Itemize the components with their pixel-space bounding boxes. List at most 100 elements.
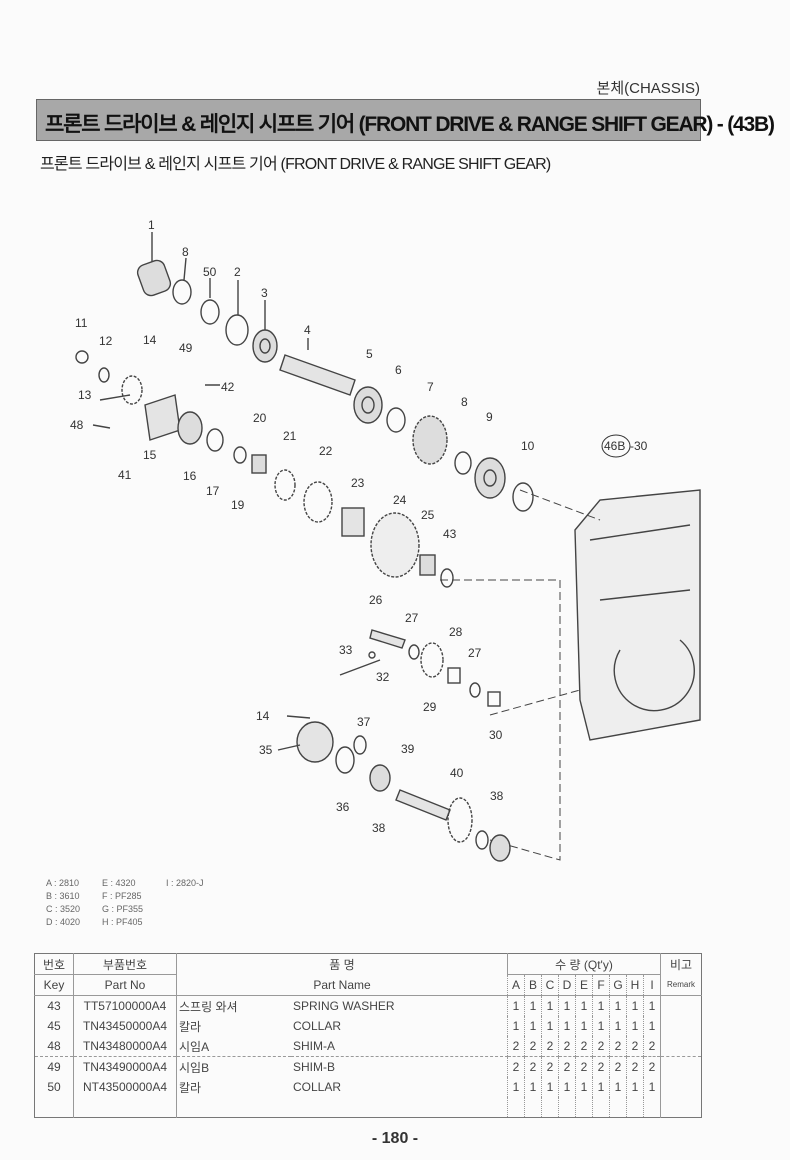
qty-cell: 1 — [507, 1016, 525, 1036]
qty-cell: 1 — [558, 995, 576, 1016]
qty-cell: 2 — [626, 1036, 644, 1057]
qty-cell: 1 — [592, 995, 610, 1016]
callout-33: 33 — [339, 643, 353, 657]
qty-cell: 1 — [592, 1016, 610, 1036]
qty-cell: 1 — [643, 995, 661, 1016]
page-title: 프론트 드라이브 & 레인지 시프트 기어 (FRONT DRIVE & RAN… — [45, 113, 775, 136]
callout-48: 48 — [70, 418, 84, 432]
header-qty-col: I — [643, 974, 661, 996]
callout-37: 37 — [357, 715, 371, 729]
header-qty-col: E — [575, 974, 593, 996]
callout-8b: 8 — [461, 395, 468, 409]
legend-item — [166, 891, 246, 901]
callout-43: 43 — [443, 527, 457, 541]
empty-cell — [73, 1097, 177, 1118]
title-bar: 프론트 드라이브 & 레인지 시프트 기어 (FRONT DRIVE & RAN… — [36, 99, 775, 141]
section-label: 본체(CHASSIS) — [596, 80, 700, 97]
callout-49: 49 — [179, 341, 193, 355]
callout-1: 1 — [148, 218, 155, 232]
callout-17: 17 — [206, 484, 220, 498]
callout-26: 26 — [369, 593, 383, 607]
legend-item: H : PF405 — [102, 917, 143, 927]
name-cell: SPRING WASHER — [293, 999, 395, 1013]
part-no-cell: TT57100000A4 — [73, 995, 177, 1016]
header-remark: Remark — [660, 974, 702, 996]
qty-cell: 2 — [558, 1036, 576, 1057]
legend-item — [166, 917, 246, 927]
key-cell: 45 — [47, 1019, 61, 1033]
header-partno: Part No — [73, 974, 177, 996]
page-number: - 180 - — [371, 1130, 419, 1147]
callout-20: 20 — [253, 411, 267, 425]
name-cell: COLLAR — [293, 1019, 342, 1033]
qty-cell: 1 — [609, 1077, 627, 1097]
header-qty-col: H — [626, 974, 644, 996]
callouts: 1 8 50 2 3 4 11 12 14 49 42 13 48 15 41 … — [70, 218, 648, 835]
callout-4: 4 — [304, 323, 311, 337]
callout-9: 9 — [486, 410, 493, 424]
legend-item — [166, 904, 246, 914]
callout-22: 22 — [319, 444, 333, 458]
qty-cell: 1 — [575, 1016, 593, 1036]
empty-cell — [575, 1097, 593, 1118]
qty-cell: 2 — [592, 1036, 610, 1057]
callout-38: 38 — [372, 821, 386, 835]
qty-cell: 1 — [643, 1077, 661, 1097]
qty-cell: 1 — [541, 995, 559, 1016]
header-qty-col: B — [524, 974, 542, 996]
qty-cell: 1 — [524, 995, 542, 1016]
qty-cell: 2 — [643, 1056, 661, 1077]
empty-cell — [524, 1097, 542, 1118]
callout-42: 42 — [221, 380, 235, 394]
remark-cell — [660, 1016, 702, 1036]
callout-6: 6 — [395, 363, 402, 377]
name-cell: SHIM-B — [291, 1056, 508, 1077]
header-qty-col: C — [541, 974, 559, 996]
key-cell: 50 — [47, 1080, 61, 1094]
callout-36: 36 — [336, 800, 350, 814]
legend-item: C : 3520 — [46, 904, 81, 914]
qty-cell: 2 — [575, 1036, 593, 1057]
callout-41: 41 — [118, 468, 132, 482]
qty-cell: 1 — [609, 995, 627, 1016]
part-no-cell: TN43490000A4 — [73, 1056, 177, 1077]
header-qty-col: D — [558, 974, 576, 996]
callout-30: 30 — [489, 728, 503, 742]
model-legend: A : 2810 E : 4320 I : 2820-J B : 3610 F … — [46, 878, 246, 927]
qty-cell: 1 — [609, 1016, 627, 1036]
qty-cell: 1 — [507, 1077, 525, 1097]
qty-cell: 1 — [558, 1077, 576, 1097]
callout-32: 32 — [376, 670, 390, 684]
qty-cell: 2 — [558, 1056, 576, 1077]
empty-cell — [291, 1097, 508, 1118]
legend-item: A : 2810 — [46, 878, 80, 888]
callout-14b: 14 — [256, 709, 270, 723]
qty-cell: 1 — [541, 1016, 559, 1036]
callout-2: 2 — [234, 265, 241, 279]
qty-cell: 1 — [558, 1016, 576, 1036]
empty-cell — [609, 1097, 627, 1118]
callout-40: 40 — [450, 766, 464, 780]
qty-cell: 1 — [626, 995, 644, 1016]
callout-29: 29 — [423, 700, 437, 714]
part-no-cell: TN43480000A4 — [73, 1036, 177, 1057]
qty-cell: 2 — [575, 1056, 593, 1077]
callout-39: 39 — [401, 742, 415, 756]
empty-cell — [558, 1097, 576, 1118]
header-qty-col: A — [507, 974, 525, 996]
qty-cell: 1 — [626, 1077, 644, 1097]
key-cell: 43 — [47, 999, 61, 1013]
callout-27: 27 — [405, 611, 419, 625]
qty-cell: 2 — [524, 1056, 542, 1077]
legend-item: F : PF285 — [102, 891, 142, 901]
callout-19: 19 — [231, 498, 245, 512]
parts-drawing — [75, 232, 701, 862]
qty-cell: 2 — [541, 1036, 559, 1057]
qty-cell: 2 — [626, 1056, 644, 1077]
qty-cell: 2 — [592, 1056, 610, 1077]
empty-cell — [541, 1097, 559, 1118]
part-no-cell: NT43500000A4 — [73, 1077, 177, 1097]
callout-12: 12 — [99, 334, 113, 348]
